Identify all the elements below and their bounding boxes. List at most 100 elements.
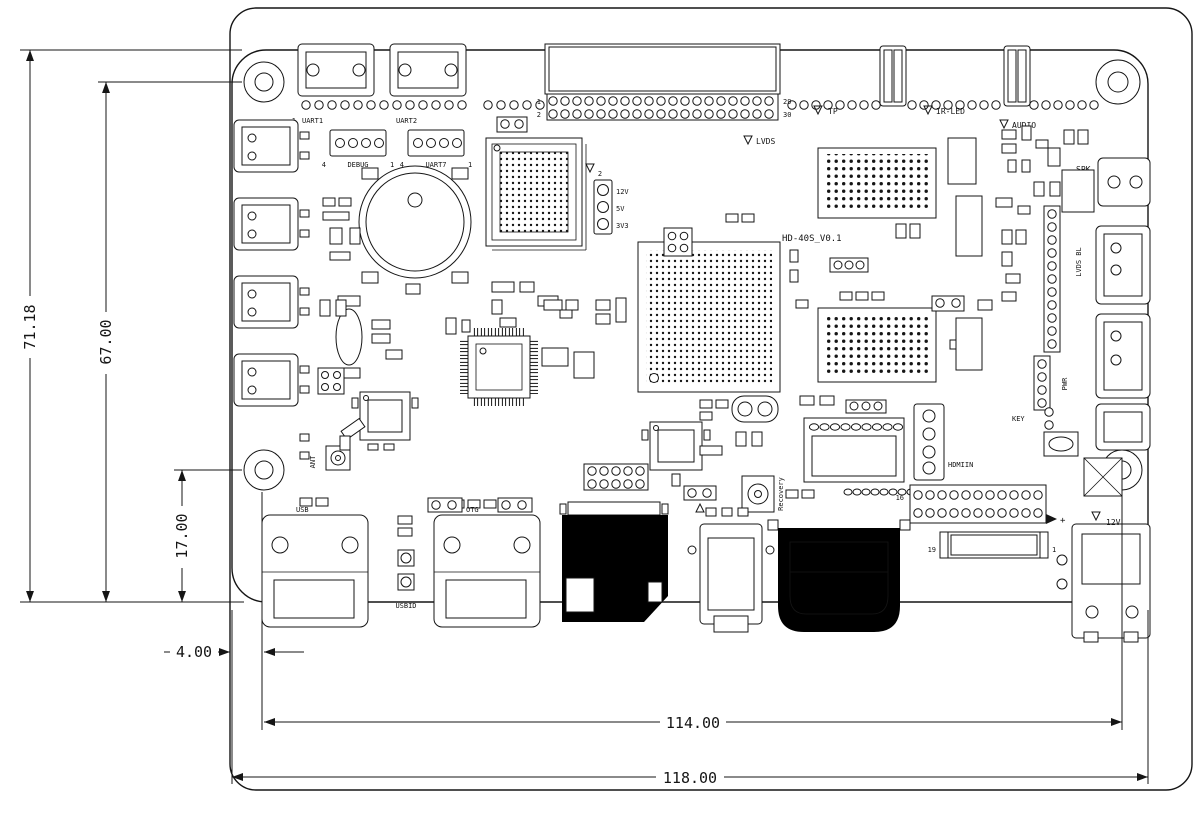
lvds-pin29: 29 — [783, 98, 791, 106]
socket-chip — [485, 137, 587, 251]
ram-chip-1 — [817, 147, 937, 219]
debug-pin4: 4 — [322, 161, 326, 169]
cpu-bga-chip — [637, 241, 781, 393]
hdmiin-label: HDMIIN — [948, 461, 973, 469]
power-header-triangle-marker — [585, 163, 595, 174]
qfn-chip-a — [351, 391, 419, 451]
power-3v3-label: 3V3 — [616, 222, 629, 230]
dim-total-width: 118.00 — [663, 769, 717, 787]
uart1-label: UART1 — [302, 117, 323, 125]
fpc-pin1: 1 — [1052, 546, 1056, 554]
ram-chip-2 — [817, 307, 937, 383]
debug-header — [329, 129, 387, 157]
ant-label: ANT — [309, 455, 317, 468]
pwr-label: PWR — [1061, 377, 1069, 390]
left-connector-1 — [233, 119, 310, 173]
lvds-pin2: 2 — [537, 111, 541, 119]
dc-12v-label: 12V — [1106, 518, 1121, 527]
tp-label: TP — [828, 107, 838, 116]
dim-hole-span: 114.00 — [666, 714, 720, 732]
lvds-pin1: 1 — [537, 98, 541, 106]
passive-components — [299, 116, 1089, 513]
usb-connector — [261, 497, 369, 628]
micro-usb-triangle-marker — [695, 502, 705, 513]
otg-label: OTG — [466, 506, 479, 514]
bottom-connectors: USB USBID OTG — [261, 497, 1151, 643]
round-capacitor — [358, 165, 472, 295]
panel-outline — [229, 7, 1193, 791]
uart7-label: UART7 — [425, 161, 446, 169]
debug-pin1: 1 — [390, 161, 394, 169]
pmic-qfp-chip — [460, 328, 538, 406]
hdmiin-area: HDMIIN 16 19 1 — [896, 403, 1056, 559]
debug-label: DEBUG — [347, 161, 368, 169]
usbid-jumper — [397, 515, 415, 591]
ir-led-label: IR-LED — [936, 107, 965, 116]
usb-label: USB — [296, 506, 309, 514]
uart2-label: UART2 — [396, 117, 417, 125]
lvds-header — [544, 43, 781, 121]
emmc-chip — [803, 417, 916, 496]
key-label: KEY — [1012, 415, 1025, 423]
power-pin-header: 2 12V 5V 3V3 — [585, 163, 629, 235]
left-connector-4 — [233, 353, 310, 407]
dim-edge-to-hole: 4.00 — [176, 643, 212, 661]
power-5v-label: 5V — [616, 205, 625, 213]
power-12v-label: 12V — [616, 188, 629, 196]
power-header-pin2: 2 — [598, 170, 602, 178]
top-edge-connectors: 1 UART1 UART2 4 DEBUG 1 4 UART7 1 — [292, 43, 1099, 169]
recovery-label: Recovery — [777, 477, 785, 511]
left-connector-3 — [233, 275, 310, 329]
hdmi-connector — [767, 519, 911, 632]
ir-led-triangle-marker — [923, 105, 933, 116]
audio-triangle-marker — [999, 119, 1009, 130]
hdmiin-wafer-connector — [913, 403, 945, 481]
uart1-connector — [297, 43, 375, 97]
dim-total-height: 71.18 — [21, 304, 39, 349]
crystal — [335, 295, 363, 379]
dc-jack-connector — [1046, 511, 1151, 643]
recovery-button — [741, 475, 775, 513]
board-name-label: HD-40S_V0.1 — [782, 234, 842, 244]
fpc-pin19: 19 — [928, 546, 936, 554]
lvds-pin1-triangle-marker — [743, 135, 753, 146]
tp-triangle-marker — [813, 105, 823, 116]
lvds-bl-connector — [1095, 225, 1151, 305]
key-connector — [1095, 403, 1151, 451]
regulator-pad — [1083, 457, 1123, 497]
lvds-bl-pin-column — [1047, 209, 1057, 349]
polyfuse — [731, 395, 779, 423]
tp-wafer-connector — [879, 45, 907, 107]
dimensions: 71.18 67.00 17.00 4.00 114.00 118.00 — [20, 49, 1149, 787]
mounting-hole-top-right — [1095, 59, 1141, 105]
dim-bottom-hole-offset: 17.00 — [173, 513, 191, 558]
ant-connector — [325, 445, 351, 471]
inductor — [1043, 431, 1079, 457]
lvds-label: LVDS — [756, 137, 775, 146]
pwr-connector — [1095, 313, 1151, 399]
spk-connector — [1097, 157, 1151, 207]
uart2-connector — [389, 43, 467, 97]
fpc-connector — [939, 531, 1049, 559]
right-edge-connectors: SPK LVDS BL PWR KEY — [1012, 157, 1151, 497]
usbid-label: USBID — [395, 602, 416, 610]
audio-jack-block — [1061, 169, 1095, 213]
mounting-hole-top-left — [243, 61, 285, 103]
left-connector-2 — [233, 197, 310, 251]
polarity-label: + — [1060, 516, 1066, 526]
hdmiin-pin16: 16 — [896, 494, 904, 502]
micro-usb-connector — [687, 502, 775, 633]
otg-usb-connector — [433, 499, 541, 628]
polarity-arrow-icon — [1046, 514, 1057, 524]
lvds-pin30: 30 — [783, 111, 791, 119]
sd-card-slot — [559, 501, 669, 622]
uart7-pin4: 4 — [400, 161, 404, 169]
mounting-hole-bottom-left — [243, 449, 285, 491]
chips: HD-40S_V0.1 — [335, 137, 937, 496]
ir-wafer-connector — [1003, 45, 1031, 107]
dc-triangle-marker — [1091, 511, 1101, 522]
dim-hole-to-bottom: 67.00 — [97, 319, 115, 364]
lvds-bl-label: LVDS BL — [1075, 247, 1083, 277]
